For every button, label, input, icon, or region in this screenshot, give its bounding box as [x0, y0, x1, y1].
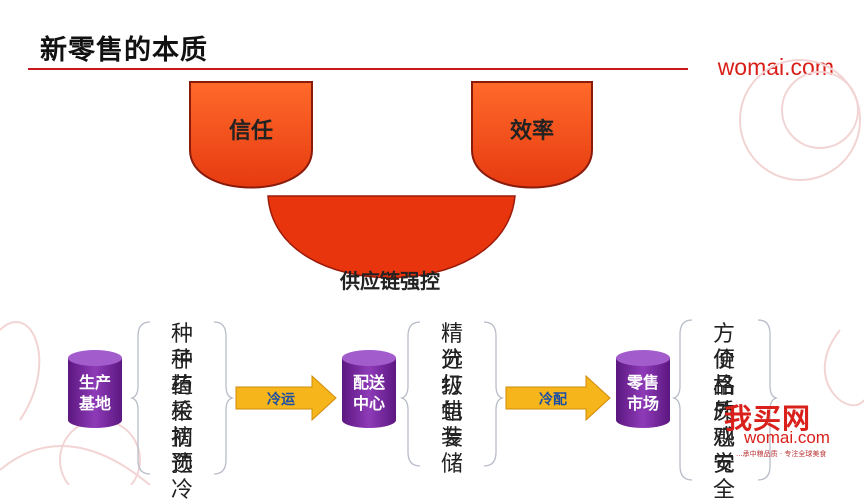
cold-transport-label: 冷运 — [267, 392, 295, 408]
list-item: 采摘 — [170, 400, 193, 451]
cold-delivery-label: 冷配 — [539, 392, 567, 408]
cold-delivery-arrow — [505, 374, 611, 422]
trust-label: 信任 — [228, 119, 273, 144]
list-item: 包装 — [440, 400, 463, 451]
list-item: 精选 — [440, 322, 463, 373]
brand-text: womai.com — [717, 54, 834, 80]
bracket-3-left — [671, 319, 693, 481]
distribution-steps-list: 精选 分级 打蜡 包装 专储 — [432, 322, 472, 477]
list-item: 感觉 — [712, 426, 735, 477]
list-item: 专储 — [440, 426, 463, 477]
list-item: 初选 — [170, 426, 193, 477]
list-item: 外观 — [712, 400, 735, 451]
bracket-2-left — [399, 321, 421, 467]
diagram-canvas — [0, 59, 864, 485]
list-item: 品质 — [712, 374, 735, 425]
supply-chain-label: 供应链强控 — [340, 269, 440, 293]
node-cylinder-distribution — [342, 350, 396, 428]
logo-english: womai.com — [744, 428, 830, 447]
logo-chinese: 我买网 — [724, 402, 812, 435]
node-label-distribution: 配送 中心 — [352, 373, 385, 413]
list-item: 价格 — [712, 348, 735, 399]
production-steps-list: 种子 种植 药检 采摘 初选 预冷 — [162, 322, 202, 503]
logo-tagline: ...承中粮品质 · 专注全球美食 — [736, 450, 827, 458]
node-label-retail: 零售 市场 — [626, 373, 659, 413]
bracket-2-right — [483, 321, 505, 467]
bracket-1-right — [213, 321, 235, 475]
bracket-3-right — [757, 319, 779, 481]
list-item: 药检 — [170, 374, 193, 425]
bracket-1-left — [129, 321, 151, 475]
title-underline — [28, 68, 688, 70]
node-label-production: 生产 基地 — [78, 373, 111, 413]
list-item: 种子 — [170, 322, 193, 373]
page-title: 新零售的本质 — [40, 35, 208, 66]
trust-cup — [189, 81, 313, 189]
retail-factors-list: 方便 价格 品质 外观 感觉 安全 — [704, 322, 744, 503]
supply-chain-bowl — [267, 195, 516, 279]
list-item: 预冷 — [170, 452, 193, 503]
node-cylinder-production — [68, 350, 122, 428]
cold-transport-arrow — [235, 374, 337, 422]
node-cylinder-retail — [616, 350, 670, 428]
list-item: 分级 — [440, 348, 463, 399]
list-item: 打蜡 — [440, 374, 463, 425]
list-item: 种植 — [170, 348, 193, 399]
list-item: 方便 — [712, 322, 735, 373]
efficiency-label: 效率 — [509, 119, 554, 144]
efficiency-cup — [471, 81, 593, 189]
